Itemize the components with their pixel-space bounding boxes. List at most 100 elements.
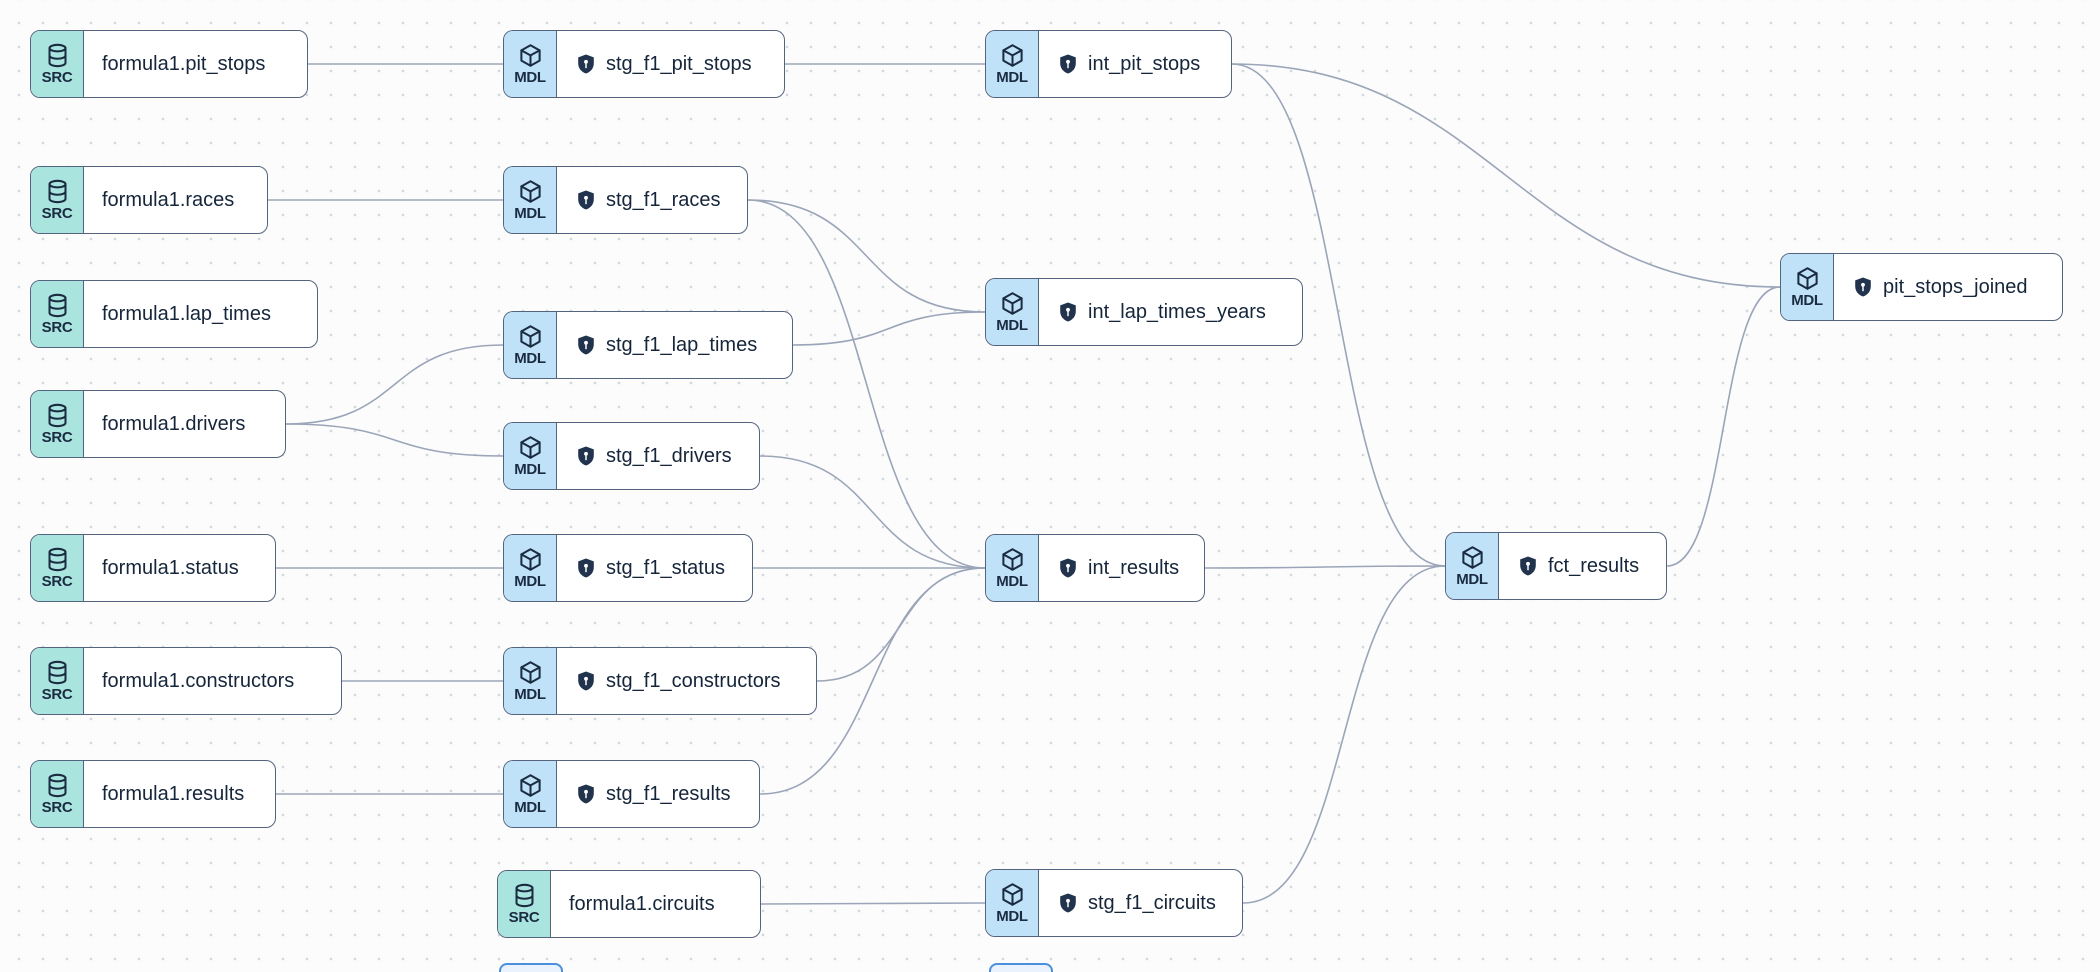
edge-stg_races-to-int_lap_times_years [747,199,986,313]
node-type-label: SRC [41,204,73,222]
cube-icon [1794,265,1821,292]
shield-icon [575,557,597,579]
node-type-badge: MDL [504,312,557,378]
node-src_drivers[interactable]: SRC formula1.drivers [30,390,286,458]
node-type-label: MDL [996,907,1028,925]
node-type-badge: MDL [504,167,557,233]
edge-src_drivers-to-stg_drivers [285,423,504,457]
shield-icon [1057,301,1079,323]
node-label: pit_stops_joined [1883,275,2028,298]
database-icon [44,659,71,686]
node-type-label: MDL [514,204,546,222]
node-src_circuits[interactable]: SRC formula1.circuits [497,870,761,938]
node-type-badge: MDL [504,31,557,97]
node-type-label: SRC [41,428,73,446]
node-label: stg_f1_circuits [1088,891,1216,914]
node-label: stg_f1_status [606,556,725,579]
database-icon [44,402,71,429]
edge-stg_drivers-to-int_results [759,455,986,569]
shield-icon [1852,276,1874,298]
node-type-label: SRC [41,68,73,86]
node-stg_races[interactable]: MDL stg_f1_races [503,166,748,234]
shield-icon [1057,892,1079,914]
node-type-badge: MDL [986,535,1039,601]
cube-icon [517,42,544,69]
node-label: int_pit_stops [1088,52,1201,75]
database-icon [44,546,71,573]
node-type-badge: SRC [498,871,551,937]
node-type-badge: MDL [504,423,557,489]
node-stg_results[interactable]: MDL stg_f1_results [503,760,760,828]
node-int_lap_times_years[interactable]: MDL int_lap_times_years [985,278,1303,346]
node-src_races[interactable]: SRC formula1.races [30,166,268,234]
cube-icon [517,546,544,573]
node-int_pit_stops[interactable]: MDL int_pit_stops [985,30,1232,98]
node-stg_lap_times[interactable]: MDL stg_f1_lap_times [503,311,793,379]
shield-icon [1057,557,1079,579]
edge-int_pit_stops-to-fct_results [1231,63,1446,567]
database-icon [511,882,538,909]
edge-stg_results-to-int_results [759,567,986,795]
node-type-badge: SRC [31,391,84,457]
edge-int_pit_stops-to-pit_stops_joined [1231,63,1781,288]
cube-icon [999,546,1026,573]
node-label: formula1.results [102,782,245,805]
node-label: formula1.pit_stops [102,52,266,75]
node-label: stg_f1_constructors [606,669,781,692]
node-type-badge: SRC [31,167,84,233]
shield-icon [1517,555,1539,577]
node-label: stg_f1_races [606,188,721,211]
node-stg_pit_stops[interactable]: MDL stg_f1_pit_stops [503,30,785,98]
shield-icon [575,445,597,467]
shield-icon [575,334,597,356]
clipped-node-1[interactable] [499,963,563,972]
node-type-badge: MDL [1446,533,1499,599]
node-type-label: SRC [41,798,73,816]
cube-icon [999,290,1026,317]
node-src_results[interactable]: SRC formula1.results [30,760,276,828]
cube-icon [517,434,544,461]
node-stg_drivers[interactable]: MDL stg_f1_drivers [503,422,760,490]
database-icon [44,772,71,799]
node-label: stg_f1_results [606,782,731,805]
node-src_pit_stops[interactable]: SRC formula1.pit_stops [30,30,308,98]
node-src_lap_times[interactable]: SRC formula1.lap_times [30,280,318,348]
node-src_constructors[interactable]: SRC formula1.constructors [30,647,342,715]
node-type-badge: SRC [31,648,84,714]
node-type-label: MDL [514,798,546,816]
cube-icon [999,881,1026,908]
node-type-label: MDL [514,460,546,478]
cube-icon [517,772,544,799]
node-pit_stops_joined[interactable]: MDL pit_stops_joined [1780,253,2063,321]
edge-src_circuits-to-stg_circuits [760,902,986,905]
node-label: int_results [1088,556,1180,579]
node-type-label: MDL [514,349,546,367]
node-stg_status[interactable]: MDL stg_f1_status [503,534,753,602]
node-type-label: SRC [41,685,73,703]
cube-icon [517,323,544,350]
node-fct_results[interactable]: MDL fct_results [1445,532,1667,600]
shield-icon [575,670,597,692]
node-stg_circuits[interactable]: MDL stg_f1_circuits [985,869,1243,937]
node-type-badge: MDL [1781,254,1834,320]
node-label: int_lap_times_years [1088,300,1266,323]
node-int_results[interactable]: MDL int_results [985,534,1205,602]
clipped-node-2[interactable] [989,963,1053,972]
node-label: formula1.circuits [569,892,715,915]
edge-stg_lap_times-to-int_lap_times_years [792,311,986,346]
edge-src_drivers-to-stg_lap_times [285,344,504,425]
node-type-label: SRC [508,908,540,926]
cube-icon [1459,544,1486,571]
shield-icon [575,783,597,805]
node-stg_constructors[interactable]: MDL stg_f1_constructors [503,647,817,715]
cube-icon [517,178,544,205]
node-label: stg_f1_lap_times [606,333,758,356]
node-src_status[interactable]: SRC formula1.status [30,534,276,602]
edge-stg_races-to-int_results [747,199,986,569]
shield-icon [575,189,597,211]
node-type-badge: MDL [986,870,1039,936]
node-label: formula1.status [102,556,239,579]
node-label: stg_f1_pit_stops [606,52,752,75]
